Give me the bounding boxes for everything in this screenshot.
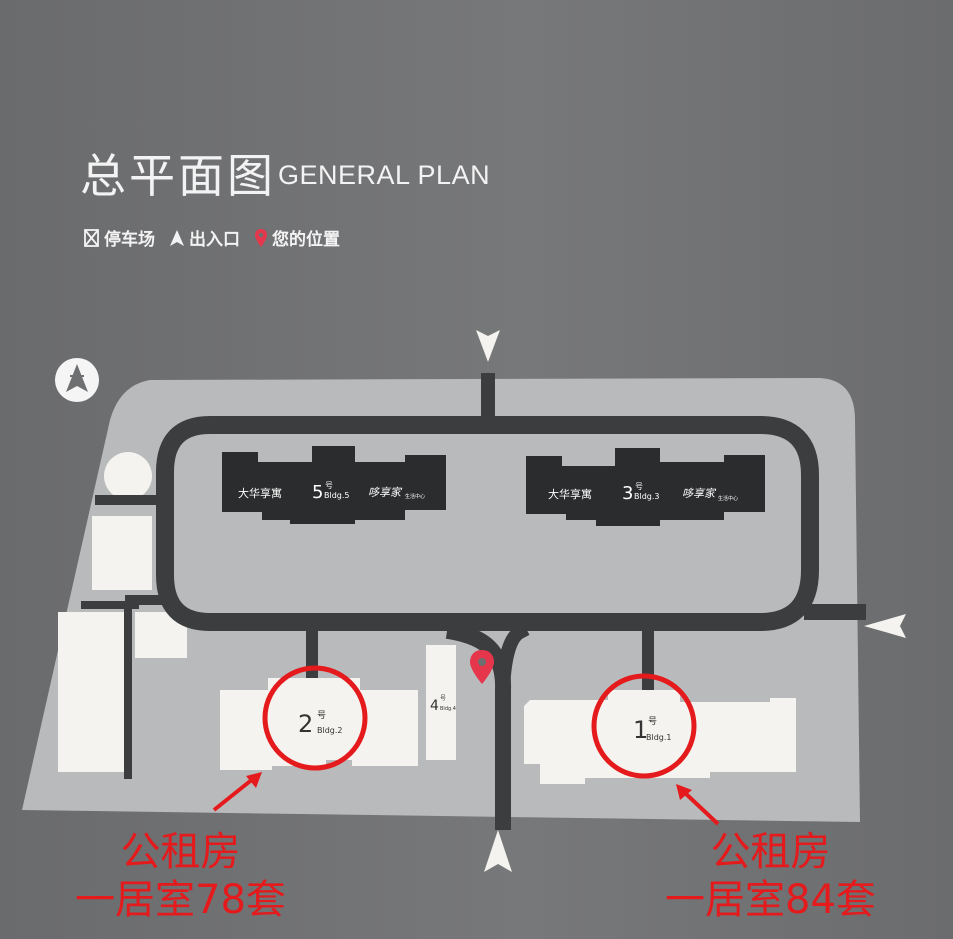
building-5-hao: 号 bbox=[325, 481, 333, 490]
annotation-left: 公租房 一居室78套 bbox=[75, 828, 286, 924]
highlight-circle-building-2 bbox=[262, 665, 368, 771]
building-4-hao: 号 bbox=[440, 695, 446, 702]
building-1-number: 1 bbox=[633, 716, 648, 744]
building-5-sub: 生活中心 bbox=[405, 493, 425, 500]
parking-icon bbox=[84, 228, 99, 247]
building-1-bldg: Bldg.1 bbox=[646, 733, 672, 742]
building-3-brand: 哆享家 bbox=[682, 487, 717, 500]
building-3-number: 3 bbox=[622, 483, 633, 504]
building-4-bldg: Bldg.4 bbox=[440, 706, 456, 712]
building-5-name: 大华享寓 bbox=[238, 486, 282, 500]
annotation-arrow-left bbox=[212, 772, 262, 812]
location-pin-icon bbox=[255, 228, 267, 247]
building-5-bldg: Bldg.5 bbox=[324, 491, 350, 500]
building-1 bbox=[524, 690, 796, 784]
legend: 停车场 出入口 您的位置 bbox=[84, 225, 354, 250]
building-3-sub: 生活中心 bbox=[718, 495, 738, 502]
north-arrow-icon bbox=[55, 358, 99, 402]
highlight-circle-building-1 bbox=[591, 673, 697, 779]
annotation-right-line1: 公租房 bbox=[710, 829, 831, 875]
building-5 bbox=[222, 446, 446, 524]
legend-entrance: 出入口 bbox=[169, 225, 240, 250]
building-3-bldg: Bldg.3 bbox=[634, 492, 660, 501]
annotation-left-line1: 公租房 bbox=[120, 829, 241, 875]
entrance-arrow-icon bbox=[170, 229, 184, 246]
building-2 bbox=[220, 678, 418, 770]
legend-location-label: 您的位置 bbox=[272, 230, 340, 250]
page-title-en: GENERAL PLAN bbox=[278, 160, 491, 190]
page-title-cn: 总平面图 bbox=[80, 149, 276, 203]
building-3-name: 大华享寓 bbox=[548, 487, 592, 501]
legend-parking: 停车场 bbox=[84, 225, 155, 250]
building-2-hao: 号 bbox=[317, 710, 326, 721]
annotation-right-line2: 一居室84套 bbox=[665, 877, 876, 923]
legend-location: 您的位置 bbox=[254, 225, 340, 250]
entrance-arrow-icon bbox=[864, 614, 906, 638]
annotation-left-line2: 一居室78套 bbox=[75, 877, 286, 923]
building-5-brand: 哆享家 bbox=[368, 486, 403, 499]
road-network bbox=[81, 373, 866, 830]
building-2-bldg: Bldg.2 bbox=[317, 726, 343, 735]
auxiliary-blocks bbox=[58, 452, 456, 772]
entrance-arrow-icon bbox=[476, 330, 500, 362]
legend-entrance-label: 出入口 bbox=[189, 230, 240, 250]
building-2-number: 2 bbox=[298, 710, 313, 738]
location-pin-icon bbox=[470, 650, 494, 684]
legend-parking-label: 停车场 bbox=[104, 230, 155, 250]
annotation-arrow-right bbox=[676, 784, 720, 826]
entrance-arrow-icon bbox=[484, 830, 512, 872]
building-1-hao: 号 bbox=[648, 716, 657, 727]
building-3 bbox=[526, 448, 765, 526]
building-4-number: 4 bbox=[430, 698, 439, 714]
building-3-hao: 号 bbox=[635, 482, 643, 491]
building-5-number: 5 bbox=[312, 482, 323, 503]
annotation-right: 公租房 一居室84套 bbox=[665, 828, 876, 924]
